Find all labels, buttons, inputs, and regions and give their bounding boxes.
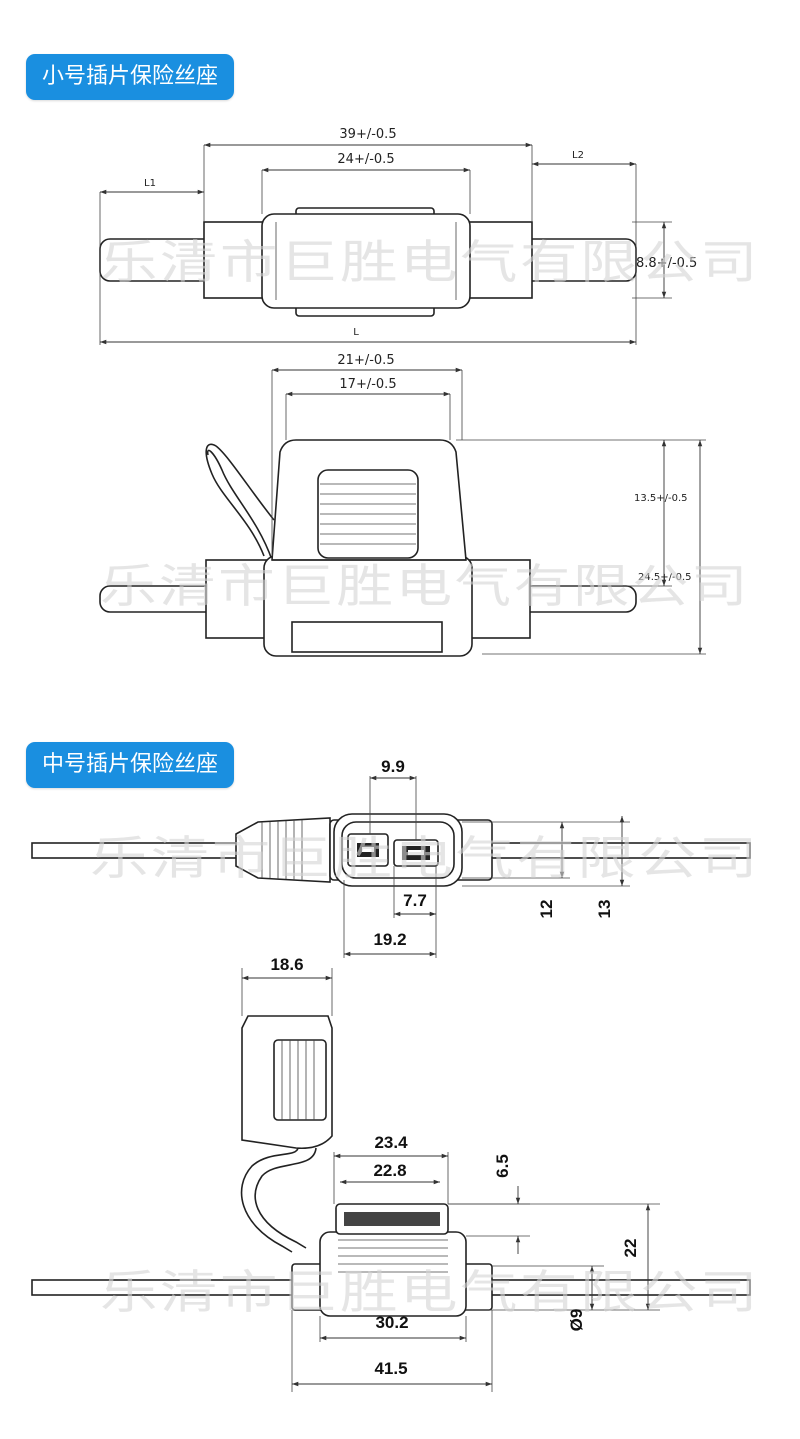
small-side-view: [99, 439, 637, 657]
medium-top-dimensions: 9.9 7.7 19.2 12 13: [343, 757, 630, 958]
dim-23-4: 23.4: [374, 1133, 408, 1152]
dim-22-8: 22.8: [373, 1161, 406, 1180]
dim-30-2: 30.2: [375, 1313, 408, 1332]
dim-39: 39+/-0.5: [339, 127, 396, 142]
watermark: 乐清市巨胜电气有限公司: [100, 1265, 760, 1319]
dim-l: L: [353, 327, 359, 338]
dim-24: 24+/-0.5: [337, 152, 394, 167]
dim-18-6: 18.6: [270, 955, 303, 974]
dim-7-7: 7.7: [403, 891, 427, 910]
dim-l2: L2: [572, 150, 584, 161]
small-top-view: [99, 207, 637, 317]
small-top-dimensions: 39+/-0.5 24+/-0.5 L1 L2 L 8.8+/-0.5: [99, 127, 697, 345]
dim-6-5: 6.5: [493, 1154, 512, 1178]
dim-l1: L1: [144, 178, 156, 189]
dim-19-2: 19.2: [373, 930, 406, 949]
watermark: 乐清市巨胜电气有限公司: [90, 831, 760, 885]
section-title-small: 小号插片保险丝座: [26, 54, 235, 100]
dim-12: 12: [537, 900, 556, 919]
dim-24-5: 24.5+/-0.5: [638, 572, 692, 583]
dim-21: 21+/-0.5: [337, 353, 394, 368]
watermark: 乐清市巨胜电气有限公司: [100, 235, 760, 289]
dim-9: Ø9: [567, 1309, 586, 1332]
dim-13: 13: [595, 900, 614, 919]
medium-top-view: [31, 813, 751, 887]
dim-41-5: 41.5: [374, 1359, 407, 1378]
medium-side-dimensions: 18.6 23.4 22.8 6.5 22 Ø9 30.2 41.5: [241, 955, 660, 1392]
small-side-dimensions: 21+/-0.5 17+/-0.5 13.5+/-0.5 24.5+/-0.5: [271, 353, 706, 655]
dim-13-5: 13.5+/-0.5: [634, 493, 688, 504]
dim-9-9: 9.9: [381, 757, 405, 776]
dim-17: 17+/-0.5: [339, 377, 396, 392]
dim-8-8: 8.8+/-0.5: [636, 256, 697, 271]
dim-22: 22: [621, 1239, 640, 1258]
medium-side-view: [31, 1015, 751, 1317]
section-title-medium: 中号插片保险丝座: [26, 742, 235, 788]
watermark: 乐清市巨胜电气有限公司: [100, 559, 750, 613]
